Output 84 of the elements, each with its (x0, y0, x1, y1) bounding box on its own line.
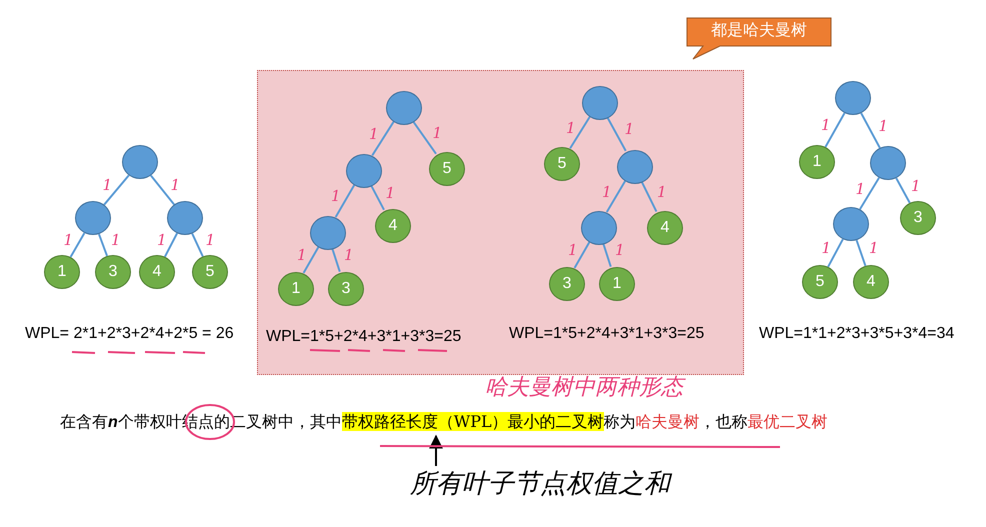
leaf-node: 4 (375, 209, 411, 243)
tree-edge (640, 180, 658, 212)
tree-edge (856, 240, 866, 266)
tree-edge (569, 116, 591, 149)
handwritten-note: 所有叶子节点权值之和 (410, 466, 670, 508)
leaf-node: 5 (544, 147, 580, 181)
leaf-node: 3 (95, 255, 131, 289)
tree-edge (164, 232, 178, 258)
leaf-node: 1 (278, 272, 314, 306)
leaf-node: 3 (900, 201, 936, 235)
tree-edge (860, 112, 881, 148)
tree-edge (602, 242, 612, 268)
wpl-formula: WPL=1*5+2*4+3*1+3*3=25 (266, 328, 462, 346)
tree-edge (859, 177, 880, 210)
wpl-formula: WPL=1*1+2*3+3*5+3*4=34 (759, 325, 954, 343)
tree-edge (70, 232, 86, 258)
edge-label: 1 (432, 124, 442, 142)
tree-node (835, 81, 871, 115)
leaf-node: 3 (549, 267, 585, 301)
leaf-node: 4 (853, 265, 889, 299)
edge-label: 1 (369, 124, 379, 142)
edge-label: 1 (657, 182, 667, 200)
edge-label: 1 (602, 182, 612, 200)
leaf-node: 1 (599, 267, 635, 301)
edge-label: 1 (64, 231, 74, 249)
tree-node (582, 86, 618, 120)
edge-label: 1 (111, 231, 121, 249)
tree-node (833, 207, 869, 241)
wpl-formula: WPL= 2*1+2*3+2*4+2*5 = 26 (25, 325, 234, 343)
tree-edge (827, 238, 844, 268)
tree-edge (371, 121, 395, 156)
edge-label: 1 (102, 176, 112, 194)
edge-label: 1 (170, 176, 180, 194)
tree-edge (98, 234, 108, 256)
tree-edge (331, 248, 341, 272)
leaf-node: 4 (647, 211, 683, 245)
edge-label: 1 (206, 231, 216, 249)
tree-edge (103, 174, 130, 206)
edge-label: 1 (615, 241, 625, 259)
leaf-node: 5 (192, 255, 228, 289)
tree-node (346, 154, 382, 188)
edge-label: 1 (624, 120, 634, 138)
edge-label: 1 (157, 231, 167, 249)
leaf-node: 1 (799, 145, 835, 179)
tree-edge (606, 180, 626, 213)
tree-edge (412, 120, 437, 154)
edge-label: 1 (386, 184, 396, 202)
tree-edge (824, 112, 846, 148)
highlight-region (257, 70, 744, 375)
edge-label: 1 (566, 118, 576, 136)
tree-edge (334, 184, 356, 218)
tree-node (75, 201, 111, 235)
tree-edge (895, 178, 911, 204)
edge-label: 1 (297, 246, 307, 264)
wpl-formula: WPL=1*5+2*4+3*1+3*3=25 (509, 325, 704, 343)
leaf-node: 3 (328, 272, 364, 306)
tree-node (167, 201, 203, 235)
tree-edge (302, 246, 320, 274)
edge-label: 1 (568, 241, 578, 259)
edge-label: 1 (821, 116, 831, 134)
tree-edge (370, 184, 385, 210)
leaf-node: 1 (44, 255, 80, 289)
tree-edge (574, 241, 590, 269)
tree-edge (191, 233, 204, 257)
callout: 都是哈夫曼树 (685, 16, 833, 60)
tree-edge (606, 116, 627, 152)
tree-node (122, 145, 158, 179)
arrow (429, 434, 443, 466)
tree-node (386, 91, 422, 125)
tree-node (870, 146, 906, 180)
leaf-node: 5 (802, 265, 838, 299)
edge-label: 1 (911, 176, 921, 194)
edge-label: 1 (878, 116, 888, 134)
leaf-node: 4 (139, 255, 175, 289)
tree-node (310, 216, 346, 250)
edge-label: 1 (331, 187, 341, 205)
leaf-node: 5 (429, 152, 465, 186)
edge-label: 1 (856, 180, 866, 198)
edge-label: 1 (869, 239, 879, 257)
tree-node (581, 211, 617, 245)
edge-label: 1 (822, 239, 832, 257)
edge-label: 1 (344, 246, 354, 264)
tree-node (617, 150, 653, 184)
tree-edge (150, 174, 175, 206)
